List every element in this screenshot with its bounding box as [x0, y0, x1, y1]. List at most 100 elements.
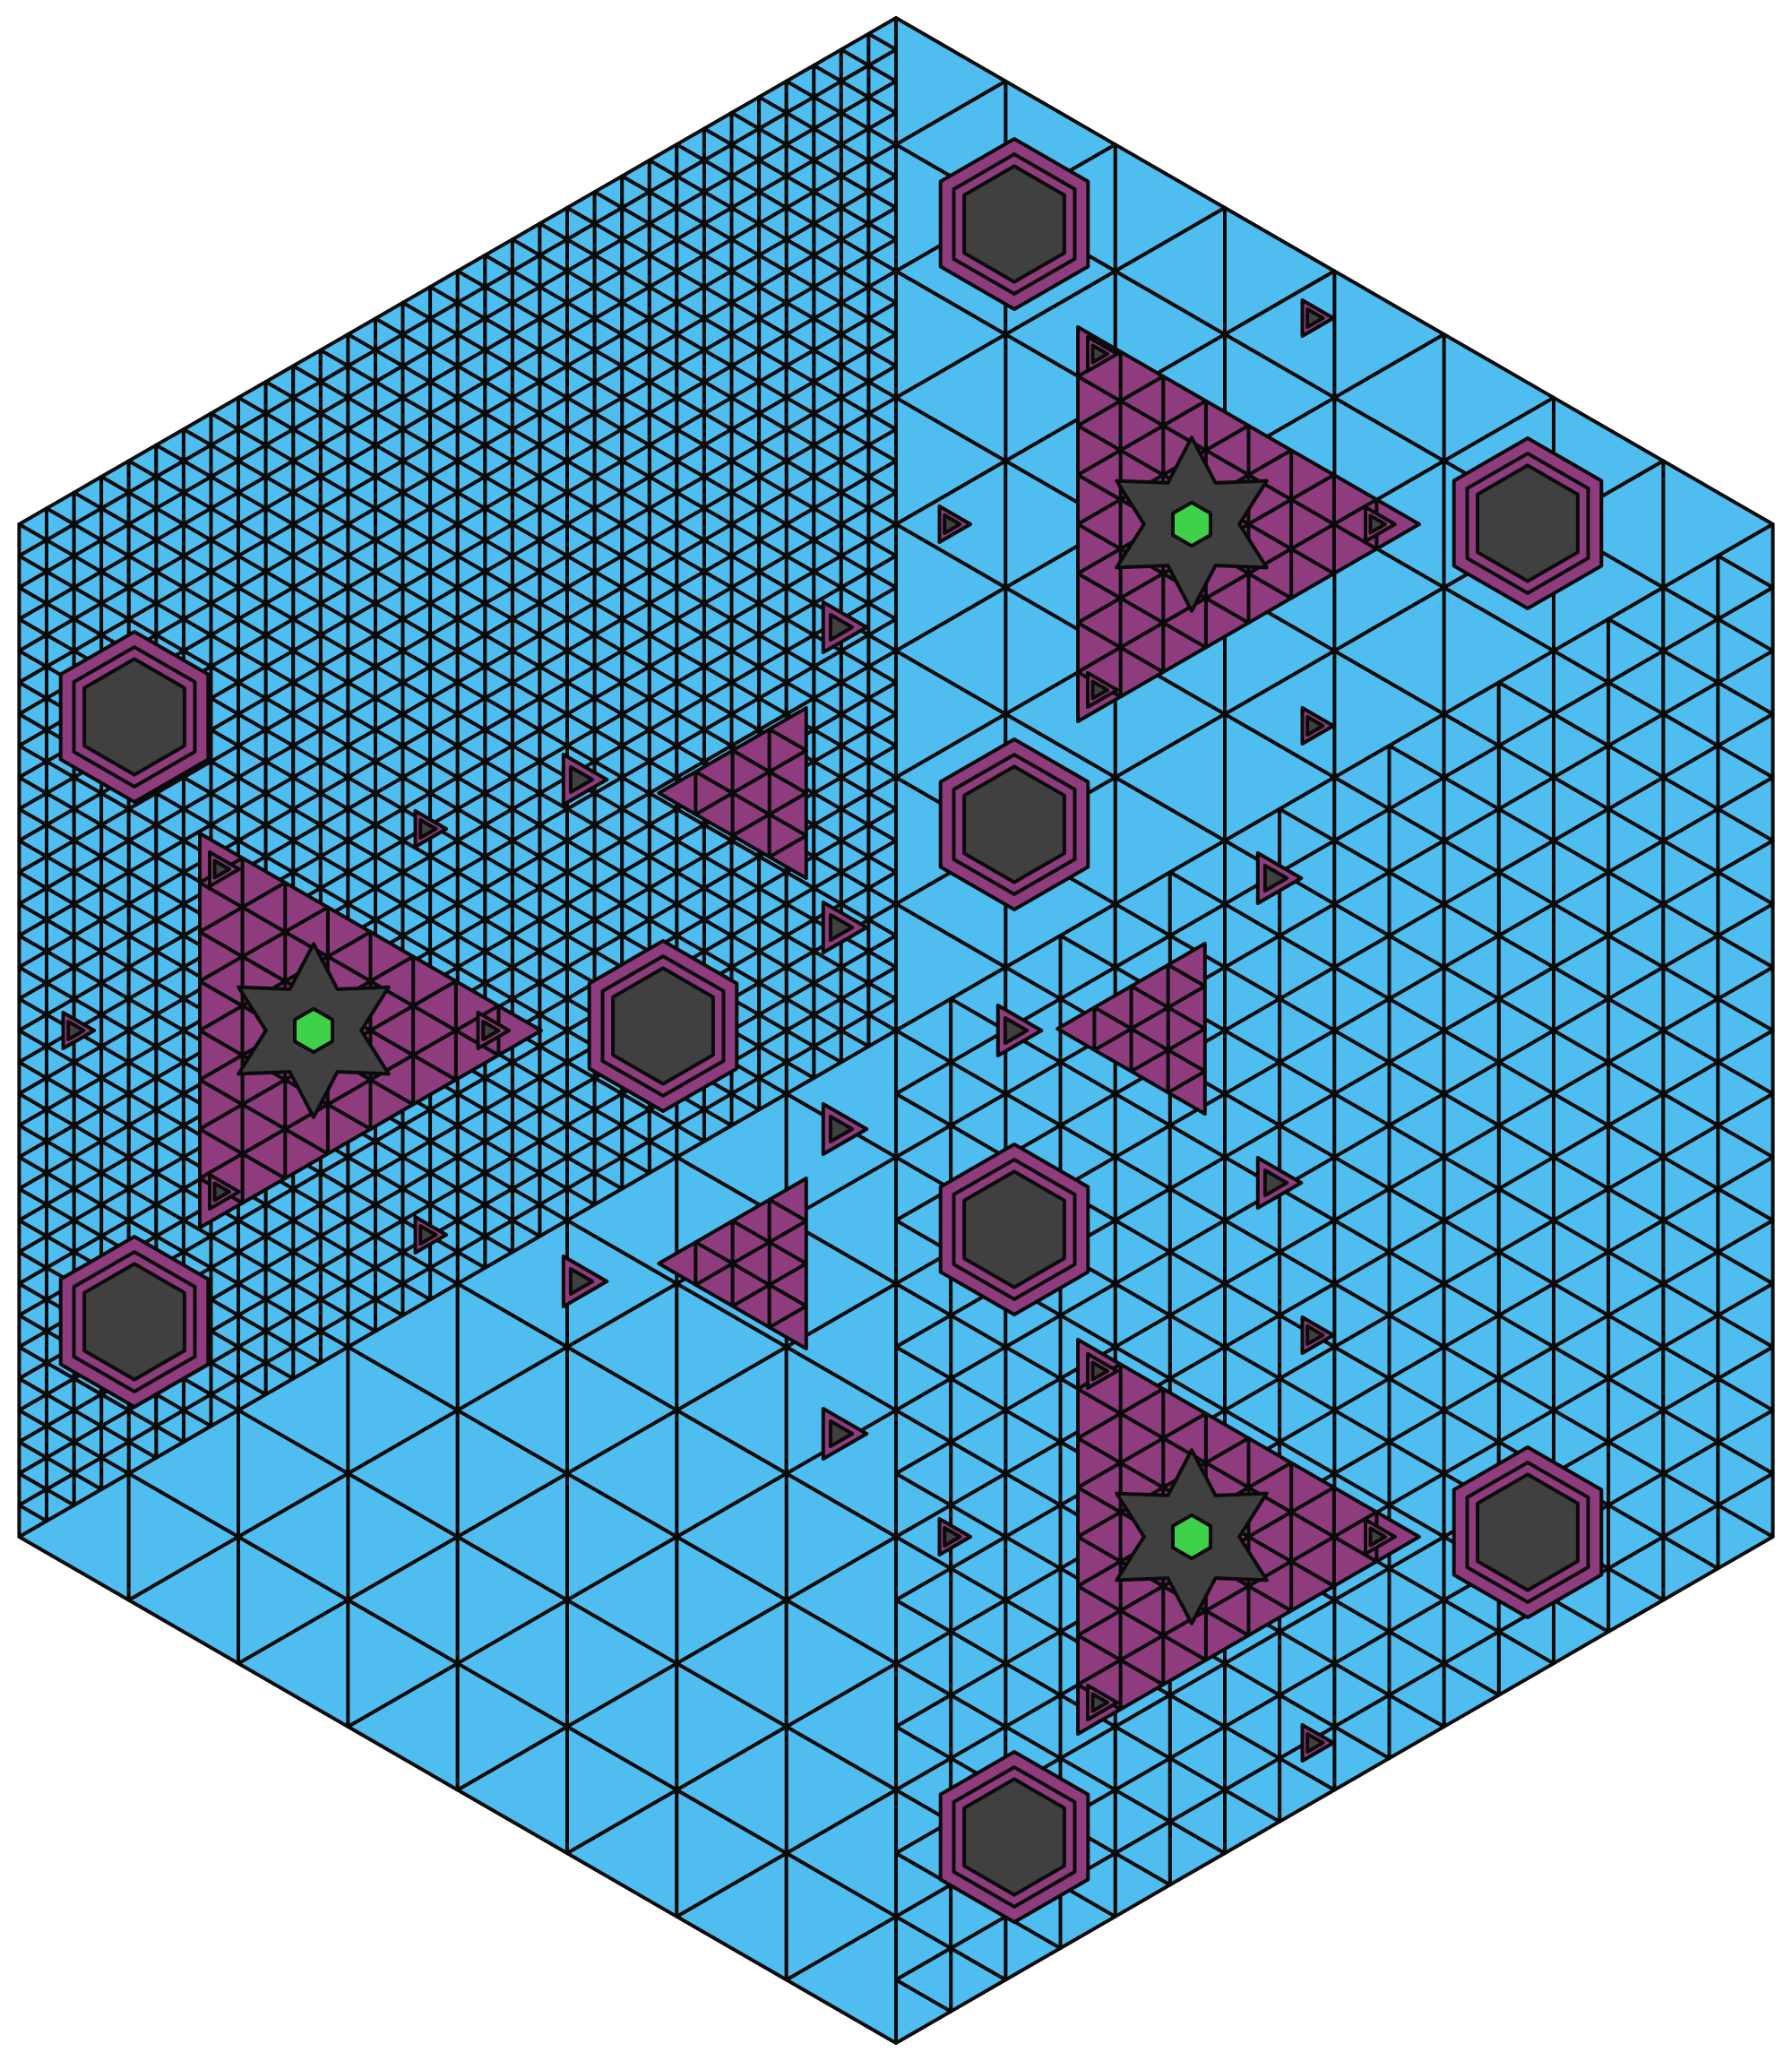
blue-triangle — [99, 601, 131, 637]
blue-triangle — [620, 380, 651, 416]
blue-triangle — [181, 633, 213, 668]
dark-small-triangle — [1305, 307, 1325, 329]
blue-triangle — [702, 253, 734, 289]
blue-triangle — [72, 1139, 104, 1175]
blue-triangle — [99, 854, 131, 891]
blue-triangle — [1716, 680, 1775, 748]
blue-triangle — [675, 475, 706, 511]
blue-triangle — [1387, 1376, 1446, 1444]
blue-triangle — [565, 411, 597, 447]
blue-triangle — [620, 506, 651, 542]
blue-triangle — [1716, 1186, 1775, 1255]
blue-triangle — [263, 1329, 296, 1365]
blue-triangle — [45, 1455, 76, 1491]
blue-triangle — [729, 253, 762, 289]
blue-triangle — [757, 538, 788, 573]
blue-triangle — [181, 570, 213, 606]
blue-triangle — [1661, 996, 1720, 1065]
blue-triangle — [757, 221, 788, 257]
dark-small-triangle — [481, 1020, 501, 1041]
blue-triangle — [565, 918, 597, 953]
blue-triangle — [318, 411, 350, 447]
blue-triangle — [866, 348, 898, 384]
blue-triangle — [894, 332, 1008, 463]
blue-triangle — [72, 570, 104, 606]
blue-triangle — [318, 348, 350, 384]
dark-small-triangle — [418, 818, 438, 840]
blue-triangle — [126, 1108, 159, 1143]
dark-small-triangle — [1003, 1016, 1030, 1045]
blue-triangle — [374, 316, 405, 352]
blue-triangle — [291, 380, 323, 416]
blue-triangle — [510, 443, 542, 479]
blue-triangle — [455, 1345, 569, 1476]
blue-triangle — [17, 1234, 48, 1270]
blue-triangle — [483, 506, 514, 542]
purple-triangle — [1289, 497, 1336, 551]
blue-triangle — [812, 696, 843, 732]
blue-triangle — [1387, 996, 1446, 1065]
blue-triangle — [592, 316, 625, 352]
blue-triangle — [455, 1598, 569, 1729]
blue-triangle — [401, 1139, 433, 1175]
blue-triangle — [483, 1076, 514, 1112]
blue-triangle — [374, 633, 405, 668]
blue-triangle — [455, 475, 487, 511]
blue-triangle — [346, 1298, 377, 1333]
blue-triangle — [510, 1203, 542, 1238]
blue-triangle — [291, 823, 323, 858]
blue-triangle — [565, 728, 597, 763]
blue-triangle — [1552, 934, 1611, 1001]
blue-triangle — [538, 475, 569, 511]
dark-hexagon — [962, 1169, 1066, 1289]
dark-hexagon — [1476, 1472, 1580, 1592]
blue-triangle — [17, 728, 48, 763]
blue-triangle — [1387, 744, 1446, 811]
blue-triangle — [757, 95, 788, 131]
blue-triangle — [1442, 1123, 1501, 1191]
blue-triangle — [1496, 806, 1555, 875]
blue-triangle — [1442, 744, 1501, 811]
blue-triangle — [263, 633, 296, 668]
blue-triangle — [455, 1234, 487, 1270]
blue-triangle — [483, 823, 514, 858]
blue-triangle — [894, 1693, 953, 1761]
blue-triangle — [126, 918, 159, 953]
blue-triangle — [538, 918, 569, 953]
blue-triangle — [428, 538, 460, 573]
blue-triangle — [209, 538, 240, 573]
blue-triangle — [181, 759, 213, 796]
blue-triangle — [99, 1424, 131, 1460]
blue-triangle — [209, 1298, 240, 1333]
blue-triangle — [428, 285, 460, 321]
blue-triangle — [318, 601, 350, 637]
blue-triangle — [812, 443, 843, 479]
blue-triangle — [675, 411, 706, 447]
blue-triangle — [565, 538, 597, 573]
blue-triangle — [1167, 1250, 1227, 1317]
dark-small-triangle — [1368, 1526, 1387, 1548]
blue-triangle — [17, 538, 48, 573]
blue-triangle — [647, 664, 679, 701]
blue-triangle — [126, 538, 159, 573]
blue-triangle — [1607, 1123, 1666, 1191]
dark-small-triangle — [1262, 864, 1289, 893]
blue-triangle — [510, 253, 542, 289]
blue-triangle — [784, 158, 816, 194]
purple-triangle — [1166, 962, 1207, 1010]
blue-triangle — [1004, 459, 1117, 590]
blue-triangle — [1607, 996, 1666, 1065]
blue-triangle — [455, 1108, 487, 1143]
blue-triangle — [702, 190, 734, 226]
blue-triangle — [538, 728, 569, 763]
blue-triangle — [675, 1108, 706, 1143]
blue-triangle — [483, 316, 514, 352]
blue-triangle — [784, 981, 816, 1017]
purple-triangle — [411, 1004, 458, 1057]
blue-triangle — [209, 791, 240, 827]
blue-triangle — [592, 1139, 625, 1175]
purple-triangle — [1289, 1510, 1336, 1564]
blue-triangle — [483, 443, 514, 479]
blue-triangle — [483, 1203, 514, 1238]
blue-triangle — [126, 1170, 159, 1207]
